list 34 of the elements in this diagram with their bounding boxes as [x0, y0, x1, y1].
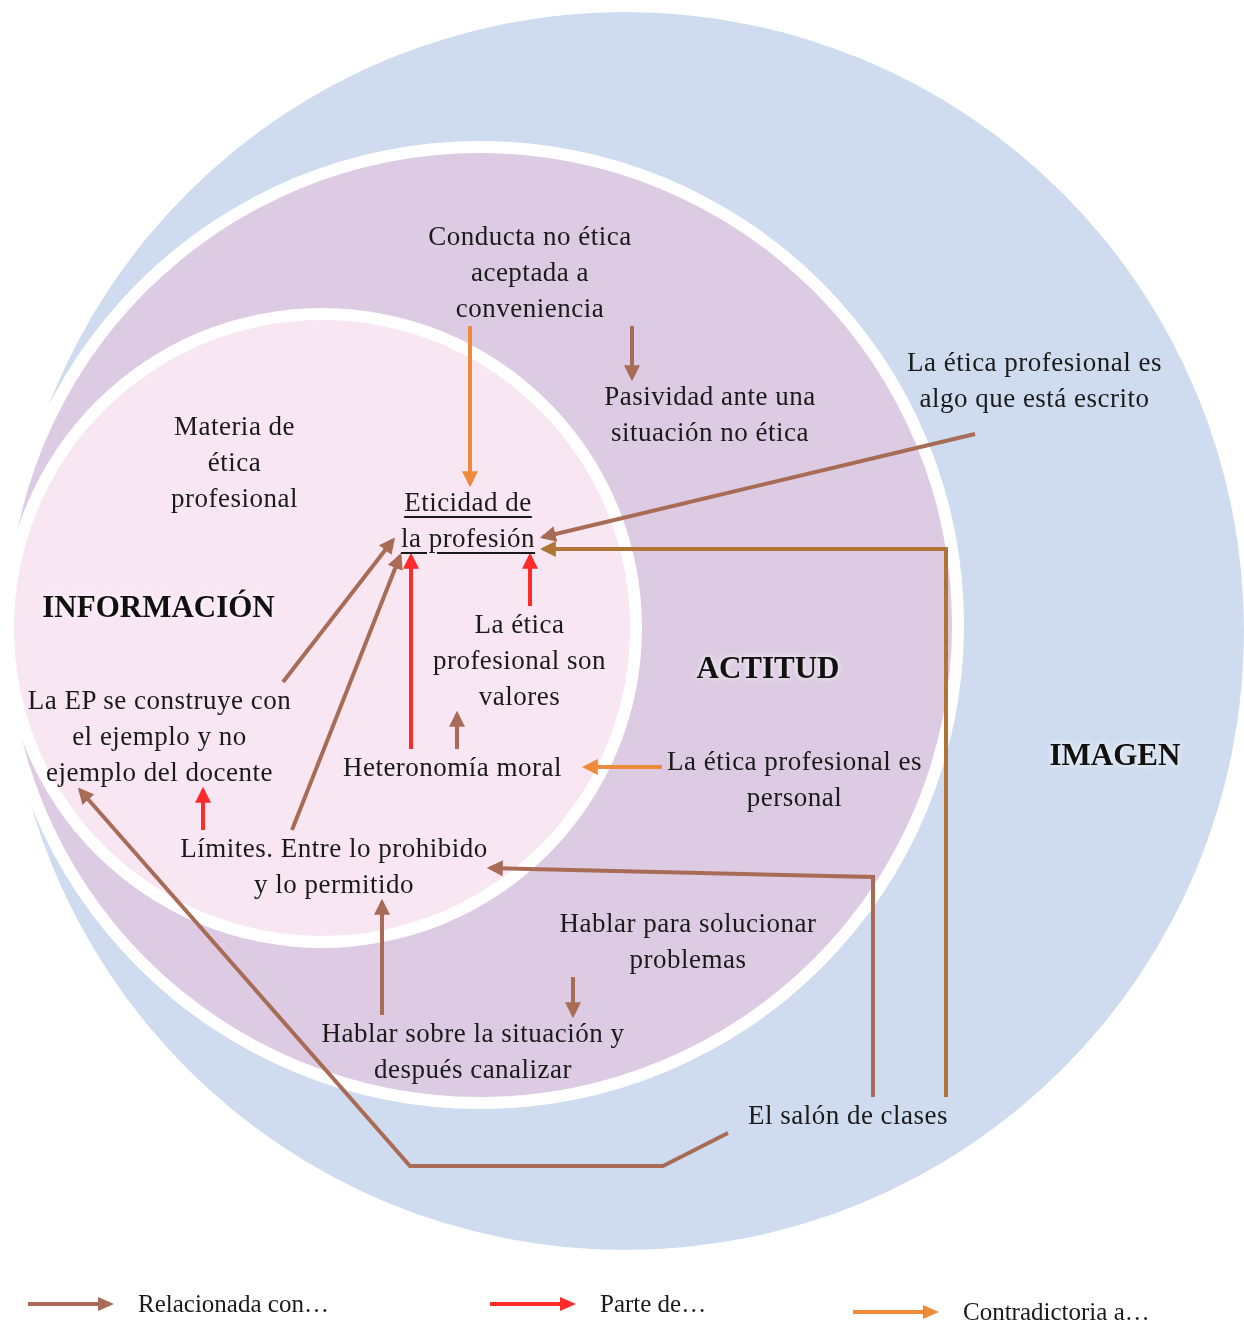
arrow [449, 710, 465, 749]
concept-text: Límites. Entre lo prohibido y lo permitido [178, 830, 490, 902]
concept-text: Conducta no ética aceptada a conveniencia [405, 218, 655, 326]
arrow [539, 541, 948, 1097]
legend-label: Parte de… [600, 1290, 707, 1318]
arrow [522, 552, 538, 606]
arrow [581, 759, 662, 775]
concept-text: La ética profesional son valores [412, 606, 627, 714]
concept-text: Hablar para solucionar problemas [533, 905, 843, 977]
concept-text: Hablar sobre la situación y después canalizar [308, 1015, 638, 1087]
arrow [624, 326, 640, 382]
arrow [539, 432, 976, 542]
arrow [403, 552, 419, 749]
concept-text: El salón de clases [723, 1097, 973, 1133]
legend-label: Relacionada con… [138, 1290, 329, 1318]
arrow [281, 537, 395, 684]
region-heading: ACTITUD [695, 650, 841, 686]
arrow [486, 860, 875, 1097]
arrow [374, 898, 390, 1015]
concept-text: Heteronomía moral [320, 749, 585, 785]
legend-label: Contradictoria a… [963, 1298, 1150, 1326]
concept-text: La ética profesional es algo que está escrito [902, 326, 1167, 434]
arrow [77, 787, 729, 1168]
region-heading: INFORMACIÓN [41, 589, 276, 625]
concept-text: La EP se construye con el ejemplo y no ejemplo del docente [27, 682, 292, 790]
arrow [565, 977, 581, 1019]
arrow [195, 786, 211, 830]
concept-text: Eticidad de la profesión [393, 484, 543, 556]
concept-text: La ética profesional es personal [662, 743, 927, 815]
region-heading: IMAGEN [1048, 737, 1182, 773]
arrow [462, 326, 478, 488]
arrow [290, 553, 403, 831]
concept-text: Materia de ética profesional [152, 408, 317, 516]
concept-text: Pasividad ante una situación no ética [580, 378, 840, 450]
